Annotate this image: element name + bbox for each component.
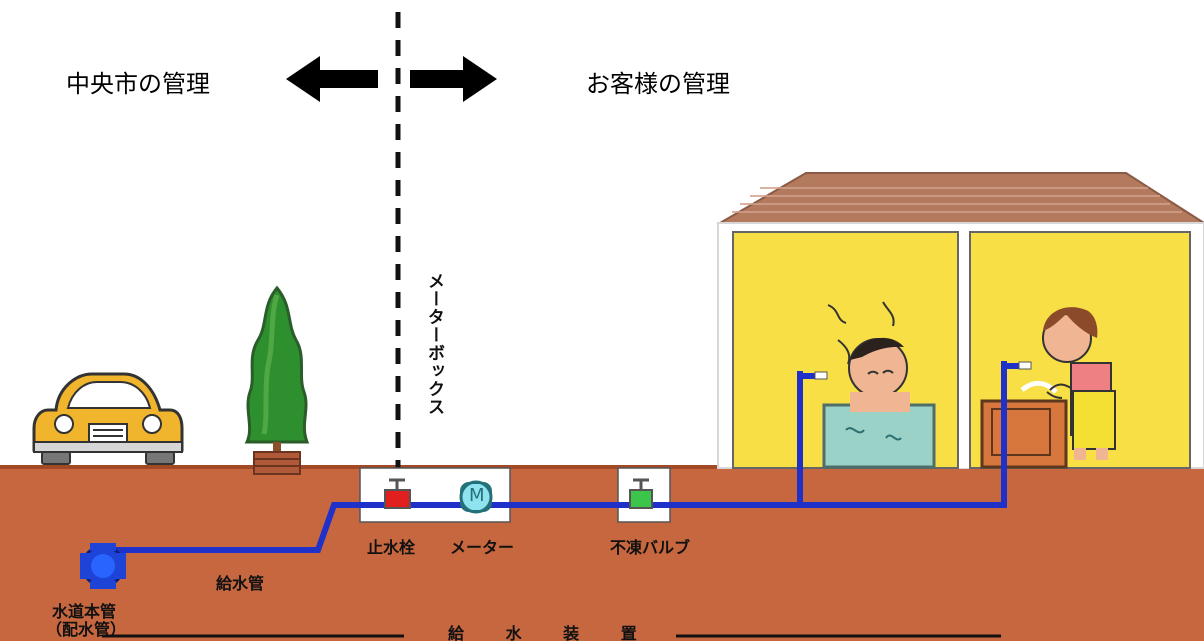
water-main-label-line1: 水道本管 xyxy=(52,602,117,621)
car-icon xyxy=(32,372,184,465)
anti-freeze-valve-icon xyxy=(629,478,653,509)
city-management-label: 中央市の管理 xyxy=(66,70,210,98)
left-arrow-icon xyxy=(286,56,378,102)
meter-symbol-label: M xyxy=(469,485,485,506)
anti-freeze-valve-label: 不凍バルブ xyxy=(610,538,691,557)
meter-label: メーター xyxy=(450,538,515,557)
right-arrow-icon xyxy=(410,56,497,102)
water-main-icon xyxy=(80,543,126,589)
water-supply-pipes xyxy=(100,361,1007,553)
ground-top-line xyxy=(0,465,1204,469)
stop-valve-icon xyxy=(384,478,411,509)
water-supply-equipment-label: 給 水 装 置 xyxy=(448,624,655,641)
tree-icon xyxy=(244,285,310,475)
customer-management-label: お客様の管理 xyxy=(586,70,730,98)
stop-valve-label: 止水栓 xyxy=(367,538,416,557)
meter-box-label: メーターボックス xyxy=(424,272,444,416)
bathtub-icon xyxy=(822,301,936,469)
faucet-icon xyxy=(799,361,1032,380)
water-main-label-line2: （配水管） xyxy=(46,620,127,639)
person-icon xyxy=(1042,307,1116,460)
supply-pipe-label: 給水管 xyxy=(216,574,265,593)
house-icon xyxy=(716,172,1204,469)
water-meter-icon xyxy=(459,480,493,514)
ground xyxy=(0,468,1204,641)
